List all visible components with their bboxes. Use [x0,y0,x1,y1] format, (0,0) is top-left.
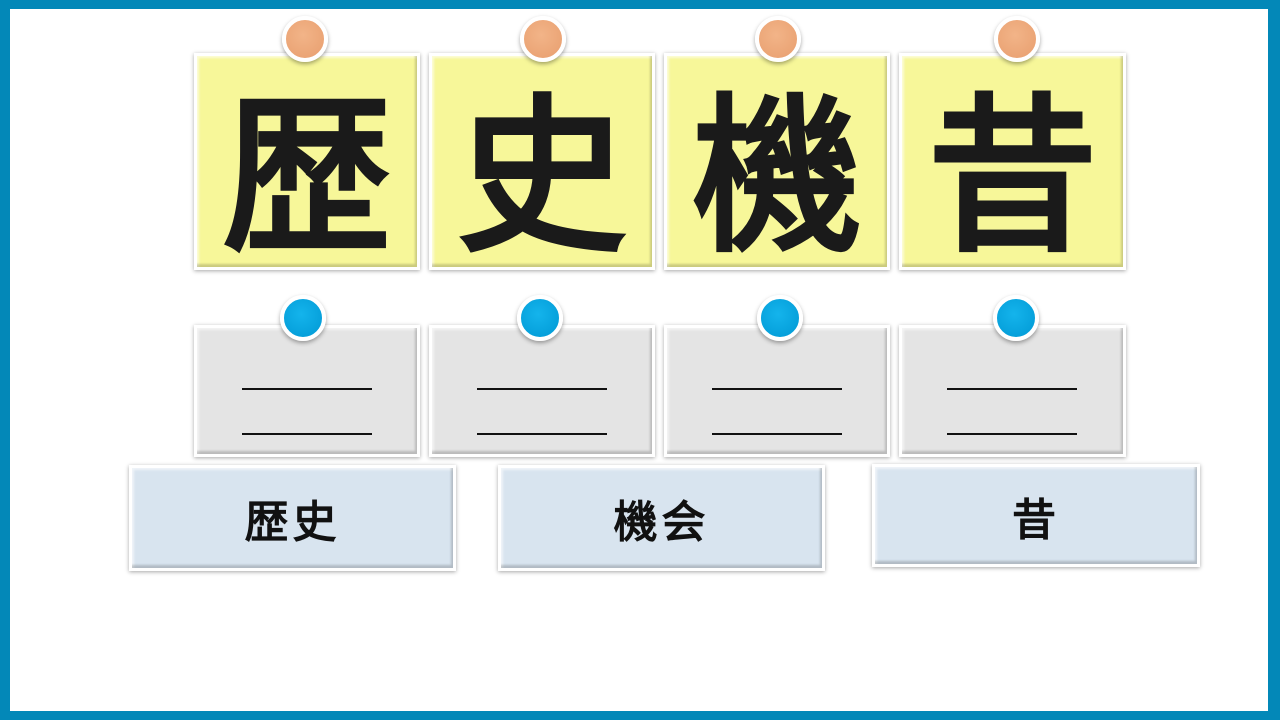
pin-icon [282,16,328,62]
blank-line [242,433,372,435]
kanji-card-4[interactable]: 昔 [899,53,1126,277]
kanji-text: 歴 [221,78,392,277]
kanji-text: 昔 [927,78,1098,277]
answer-text: 昔 [1012,494,1060,546]
blank-line [712,433,842,435]
kanji-text: 史 [456,78,627,277]
pin-icon [994,16,1040,62]
pin-icon [280,295,326,341]
blank-line [947,388,1077,390]
blank-line [477,388,607,390]
pin-icon [755,16,801,62]
blank-line [242,388,372,390]
blank-card-2[interactable] [429,325,655,457]
answer-card-2[interactable]: 機会 [498,465,825,571]
blank-line [712,388,842,390]
blank-line [947,433,1077,435]
pin-icon [517,295,563,341]
blank-line [477,433,607,435]
pin-icon [993,295,1039,341]
answer-card-1[interactable]: 歴史 [129,465,456,571]
kanji-card-1[interactable]: 歴 [194,53,420,277]
kanji-card-2[interactable]: 史 [429,53,655,277]
blank-card-1[interactable] [194,325,420,457]
kanji-text: 機 [691,78,862,277]
answer-text: 歴史 [244,497,341,548]
pin-icon [520,16,566,62]
answer-text: 機会 [613,497,710,548]
answer-card-3[interactable]: 昔 [872,464,1200,567]
pin-icon [757,295,803,341]
blank-card-3[interactable] [664,325,890,457]
blank-card-4[interactable] [899,325,1126,457]
kanji-card-3[interactable]: 機 [664,53,890,277]
